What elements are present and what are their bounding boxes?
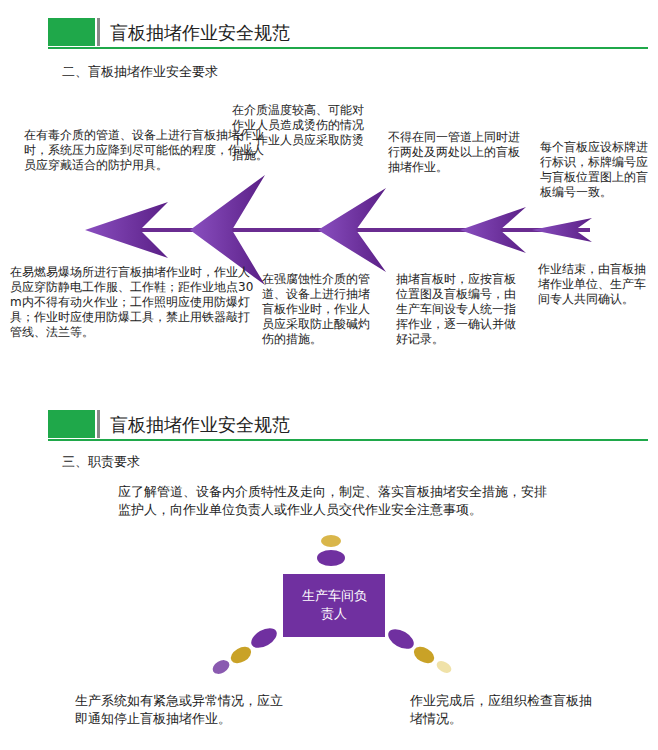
role-box: 生产车间负责人 [283, 574, 385, 637]
requirement-note: 在有毒介质的管道、设备上进行盲板抽堵作业时，系统压力应降到尽可能低的程度，作业人… [24, 128, 264, 173]
dots [210, 535, 453, 677]
requirement-note: 不得在同一管道上同时进行两处及两处以上的盲板抽堵作业。 [388, 130, 520, 175]
section-heading: 三、职责要求 [62, 454, 362, 470]
header-bar [48, 18, 648, 49]
role-label: 生产车间负责人 [300, 587, 368, 623]
header-bar [48, 410, 648, 441]
section-heading: 二、盲板抽堵作业安全要求 [62, 64, 362, 80]
page-title: 盲板抽堵作业安全规范 [110, 414, 510, 436]
page-title: 盲板抽堵作业安全规范 [110, 22, 510, 44]
requirement-note: 在强腐蚀性介质的管道、设备上进行抽堵盲板作业时，作业人员应采取防止酸碱灼伤的措施… [262, 272, 374, 347]
requirement-note: 每个盲板应设标牌进行标识，标牌编号应与盲板位置图上的盲板编号一致。 [540, 140, 654, 200]
duty-note: 应了解管道、设备内介质特性及走向，制定、落实盲板抽堵安全措施，安排监护人，向作业… [118, 483, 550, 519]
requirement-note: 作业结束，由盲板抽堵作业单位、生产车间专人共同确认。 [538, 262, 654, 307]
requirement-note: 抽堵盲板时，应按盲板位置图及盲板编号，由生产车间设专人统一指挥作业，逐一确认并做… [396, 272, 522, 347]
duty-note: 生产系统如有紧急或异常情况，应立即通知停止盲板抽堵作业。 [75, 692, 289, 728]
requirement-note: 在介质温度较高、可能对作业人员造成烫伤的情况下，作业人员应采取防烫措施。 [232, 103, 368, 163]
requirement-note: 在易燃易爆场所进行盲板抽堵作业时，作业人员应穿防静电工作服、工作鞋；距作业地点3… [10, 265, 256, 340]
duty-note: 作业完成后，应组织检查盲板抽堵情况。 [410, 692, 600, 728]
